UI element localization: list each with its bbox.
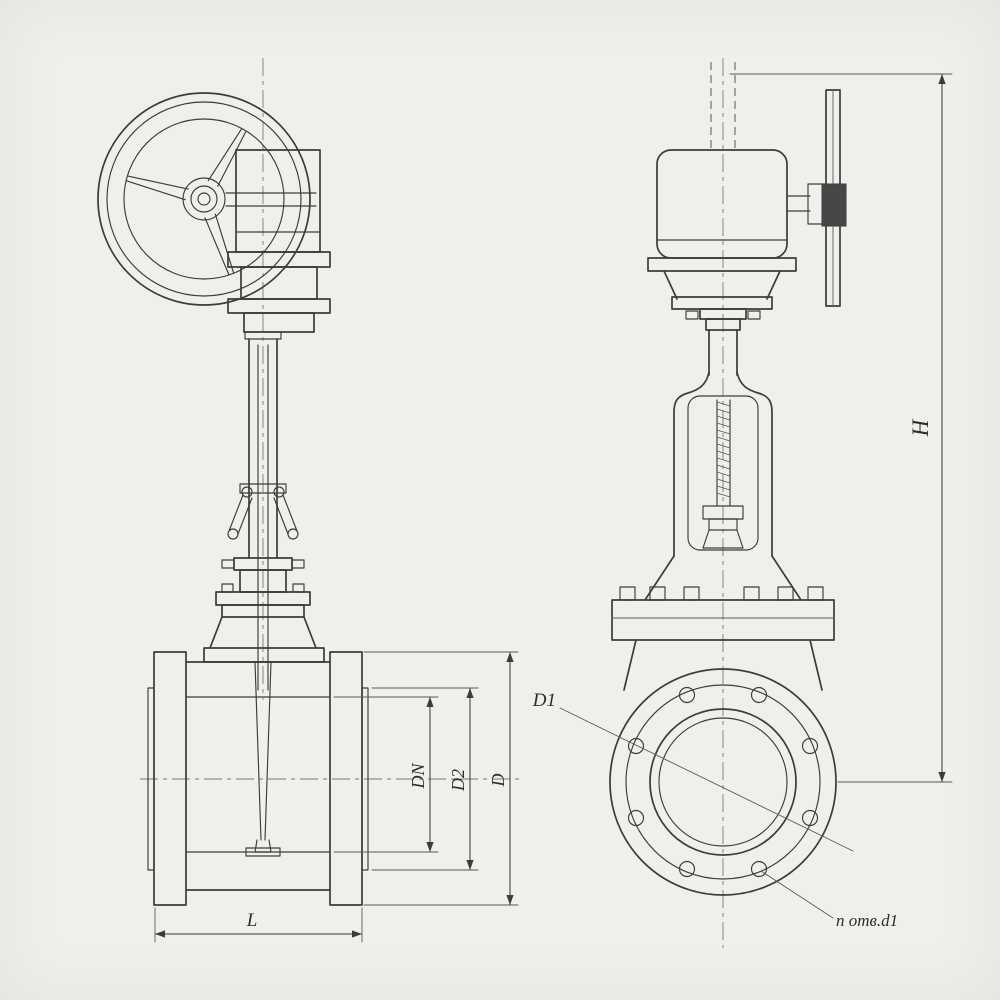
label-holes: n отв.d1 <box>836 911 898 930</box>
callout-D1: D1 <box>532 690 854 852</box>
label-D1: D1 <box>532 690 556 711</box>
dimension-DN: DN <box>333 696 439 853</box>
left-view: DN D2 D L <box>97 58 524 943</box>
label-D2: D2 <box>448 769 468 792</box>
callout-holes: n отв.d1 <box>760 870 898 930</box>
valve-body-side <box>147 651 369 906</box>
dimension-D: D <box>363 651 519 906</box>
dimension-H: H <box>729 73 953 783</box>
stem-assembly-front <box>685 308 761 376</box>
stem-assembly-side <box>203 331 325 691</box>
label-H: H <box>908 418 933 437</box>
handwheel-front <box>97 92 317 306</box>
label-DN: DN <box>408 763 428 790</box>
pipe-flange-front <box>609 668 837 896</box>
spoke <box>204 213 235 276</box>
dimension-D2: D2 <box>371 687 479 871</box>
handwheel-hub <box>821 183 847 227</box>
handwheel-edge <box>786 89 847 307</box>
label-D: D <box>488 774 508 788</box>
bonnet-flange-front <box>611 586 835 691</box>
spoke <box>125 175 189 201</box>
label-L: L <box>246 910 258 931</box>
dimension-L: L <box>154 907 363 943</box>
gear-actuator-side <box>227 149 331 333</box>
bolt-holes <box>627 686 819 878</box>
spoke <box>207 127 247 187</box>
thread-hatching <box>716 401 731 498</box>
yoke-front <box>644 371 802 601</box>
right-view: D1 n отв.d1 H <box>532 58 953 948</box>
gear-actuator-front <box>647 149 797 310</box>
